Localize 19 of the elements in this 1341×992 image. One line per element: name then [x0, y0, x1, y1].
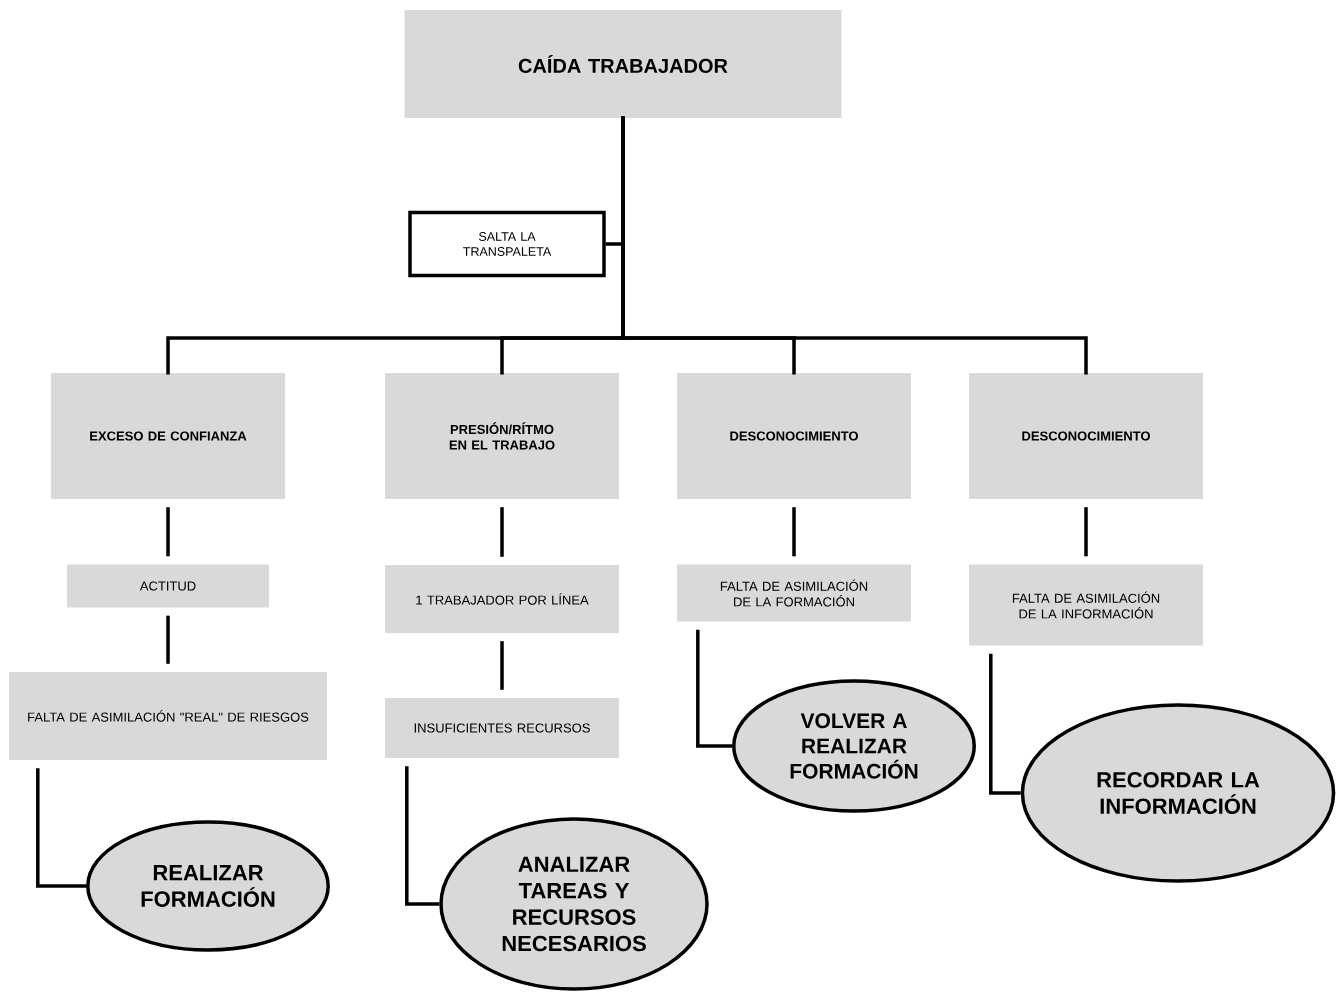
cause-box: INSUFICIENTES RECURSOS [385, 698, 619, 758]
cause-box: DESCONOCIMIENTO [677, 373, 911, 499]
cause-box: ACTITUD [67, 564, 269, 608]
cause-box: FALTA DE ASIMILACIÓN DE LA INFORMACIÓN [969, 564, 1203, 646]
connector-line [500, 641, 504, 690]
connector-line [500, 507, 504, 557]
connector-line [792, 507, 796, 557]
connector-line [166, 615, 170, 664]
cause-box: FALTA DE ASIMILACIÓN DE LA FORMACIÓN [677, 564, 911, 622]
cause-box: CAÍDA TRABAJADOR [404, 10, 842, 118]
cause-box: EXCESO DE CONFIANZA [51, 373, 285, 499]
cause-box: DESCONOCIMIENTO [969, 373, 1203, 499]
connector-line [621, 116, 1088, 375]
connector-line [166, 507, 170, 557]
connector-line [1084, 507, 1088, 557]
cause-box: 1 TRABAJADOR POR LÍNEA [385, 565, 619, 633]
cause-box: PRESIÓN/RÍTMO EN EL TRABAJO [385, 373, 619, 499]
event-box: SALTA LA TRANSPALETA [408, 210, 606, 278]
cause-box: FALTA DE ASIMILACIÓN "REAL" DE RIESGOS [9, 672, 327, 760]
